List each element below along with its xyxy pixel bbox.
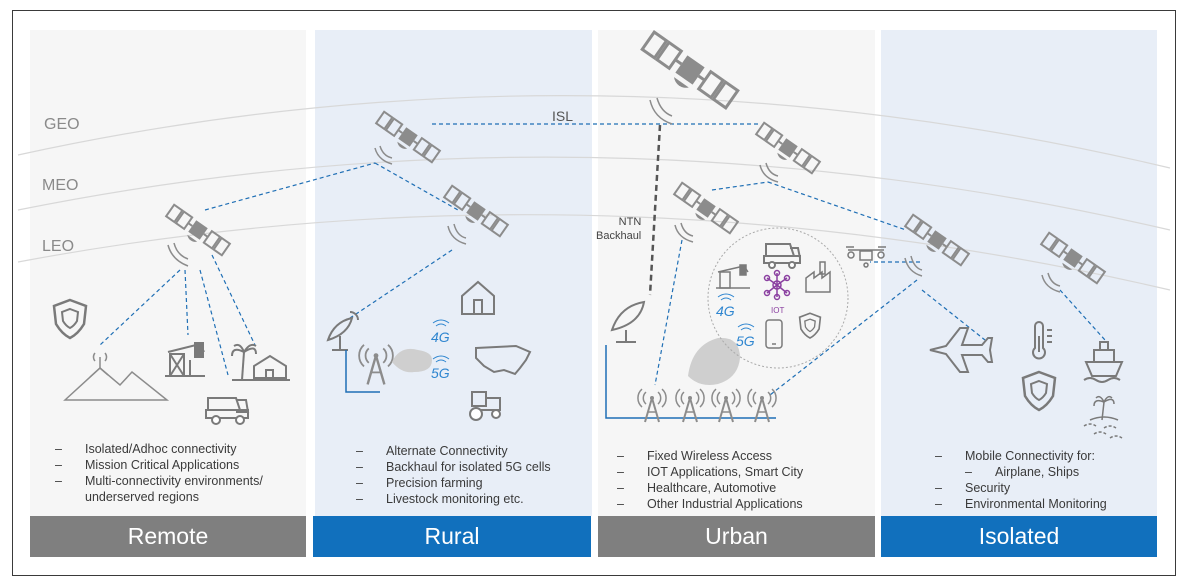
house-icon [461, 280, 495, 315]
palm-house-icon [231, 343, 290, 381]
drone-icon [846, 246, 886, 268]
iot-network-icon [763, 269, 791, 301]
rural-footer: Rural [313, 516, 591, 557]
list-item: –Mobile Connectivity for: [935, 449, 1095, 463]
oil-pump-icon-urban [716, 264, 750, 289]
4g-label-urban: 4G [716, 303, 735, 319]
meo-orbit [17, 156, 1171, 231]
coverage-cloud-rural [392, 348, 432, 373]
rural-backhaul-wire [345, 350, 380, 393]
airplane-icon [929, 327, 994, 373]
list-item: –Fixed Wireless Access [617, 449, 773, 463]
ntn-label-line1: NTN [618, 216, 642, 228]
list-item: –Multi-connectivity environments/ unders… [55, 474, 263, 504]
5g-label-urban: 5G [736, 333, 755, 349]
isl-label: ISL [552, 108, 574, 124]
isolated-footer: Isolated [881, 516, 1157, 557]
tower-icon-urban-2 [674, 388, 706, 423]
factory-icon [805, 261, 831, 293]
dump-truck-icon-remote [205, 397, 250, 425]
geo-satellite-top [635, 30, 740, 117]
list-item: –IOT Applications, Smart City [617, 465, 804, 479]
list-item: –Environmental Monitoring [935, 497, 1107, 511]
tower-icon-rural [357, 343, 395, 386]
list-item: –Healthcare, Automotive [617, 481, 777, 495]
urban-backhaul-wire [605, 345, 776, 419]
urban-footer: Urban [598, 516, 875, 557]
island-icon [1083, 395, 1123, 439]
iot-label: IOT [771, 306, 784, 315]
urban-bullets: –Fixed Wireless Access –IOT Applications… [617, 448, 867, 512]
phone-icon [765, 319, 783, 349]
leo-label: LEO [42, 238, 75, 255]
geo-satellite-rural [371, 110, 441, 168]
shield-icon-remote [52, 298, 88, 340]
list-item: –Livestock monitoring etc. [356, 492, 524, 506]
remote-footer: Remote [30, 516, 306, 557]
usa-map-icon [475, 344, 532, 376]
meo-label: MEO [42, 177, 79, 194]
ntn-backhaul-line [648, 124, 662, 296]
satellite-signal-arcs [167, 97, 1061, 293]
rural-panel [315, 30, 592, 516]
isolated-panel [881, 30, 1157, 516]
geo-orbit [17, 95, 1171, 169]
list-item: –Alternate Connectivity [356, 444, 508, 458]
shield-icon-urban [798, 312, 822, 339]
rural-bullets: –Alternate Connectivity –Backhaul for is… [356, 443, 586, 507]
leo-orbit [17, 214, 1171, 291]
thermometer-icon [1032, 321, 1052, 360]
wireless-wave-icons [432, 293, 755, 363]
list-subitem: –Airplane, Ships [965, 465, 1080, 479]
4g-label-rural: 4G [431, 329, 450, 345]
list-item: –Mission Critical Applications [55, 458, 240, 472]
coverage-cloud-urban [688, 337, 740, 385]
geo-label: GEO [44, 116, 80, 133]
urban-title: Urban [705, 523, 768, 549]
oil-pump-icon [165, 342, 205, 377]
ship-icon [1083, 341, 1124, 383]
rural-title: Rural [424, 523, 480, 549]
list-item: –Precision farming [356, 476, 483, 490]
leo-satellite-isolated-b [1036, 231, 1106, 289]
isolated-title: Isolated [978, 523, 1060, 549]
remote-bullets: –Isolated/Adhoc connectivity –Mission Cr… [55, 441, 300, 505]
dump-truck-icon-urban [763, 243, 801, 269]
shield-icon-isolated [1021, 370, 1057, 412]
dish-antenna-icon-rural [326, 311, 359, 351]
tower-icon-urban-1 [636, 388, 668, 423]
smart-city-circle [707, 227, 849, 369]
5g-label-rural: 5G [431, 365, 450, 381]
remote-panel [30, 30, 306, 516]
list-item: –Backhaul for isolated 5G cells [356, 460, 551, 474]
ntn-label-line2: Backhaul [596, 230, 642, 242]
tractor-icon [469, 391, 501, 421]
dish-antenna-icon-urban [610, 300, 646, 343]
list-item: –Isolated/Adhoc connectivity [55, 442, 237, 456]
remote-title: Remote [127, 523, 209, 549]
link-lines [99, 123, 1106, 396]
list-item: –Security [935, 481, 1011, 495]
isolated-bullets: –Mobile Connectivity for: –Airplane, Shi… [935, 448, 1155, 512]
mountains-icon [63, 352, 170, 401]
tower-icon-urban-3 [710, 388, 742, 423]
list-item: –Other Industrial Applications [617, 497, 803, 511]
leo-satellite-urban [669, 181, 739, 239]
ntn-backhaul-label: NTN Backhaul [596, 215, 641, 243]
